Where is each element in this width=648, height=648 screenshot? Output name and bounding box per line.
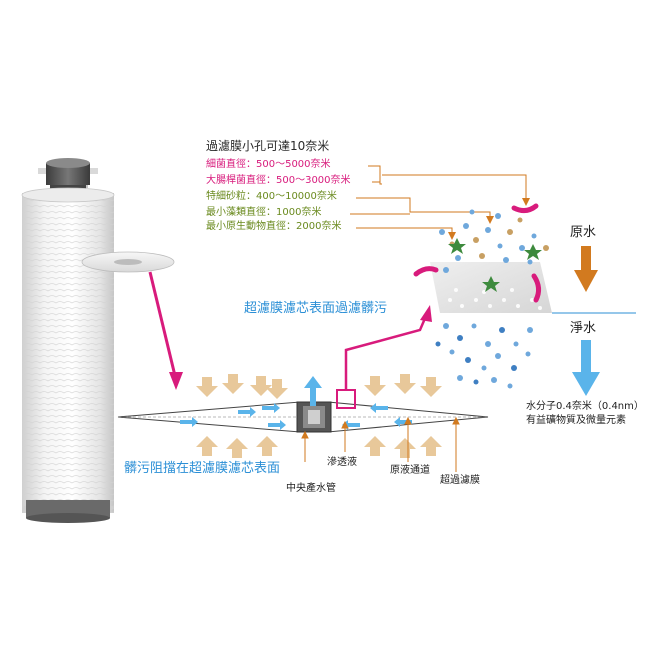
magenta-connector-arrow (148, 271, 183, 390)
mineral-note: 有益礦物質及微量元素 (526, 415, 626, 426)
permeate-label: 滲透液 (327, 457, 357, 468)
surface-filtration-caption: 超濾膜濾芯表面過濾髒污 (244, 301, 388, 316)
raw-water-label: 原水 (570, 225, 597, 240)
size-line-protozoa: 最小原生動物直徑：2000奈米 (206, 221, 342, 232)
size-line-sand: 特細砂粒：400～10000奈米 (206, 191, 337, 202)
dirt-blocked-caption: 髒污阻擋在超濾膜濾芯表面 (124, 461, 281, 476)
permeate-flow-arrows (180, 403, 412, 430)
tan-arrows-bottom (196, 436, 442, 458)
tan-arrows-top (196, 374, 442, 399)
size-brackets (350, 165, 527, 234)
membrane-surface-zoom (413, 203, 552, 389)
uf-membrane-label: 超過濾膜 (440, 475, 480, 486)
raw-water-arrow (574, 246, 598, 292)
filter-cartridge (21, 158, 175, 523)
size-line-ecoli: 大腸桿菌直徑：500～3000奈米 (206, 175, 351, 186)
water-molecule-note: 水分子0.4奈米（0.4nm） (526, 401, 644, 412)
raw-channel-label: 原液通道 (390, 465, 430, 476)
clean-water-arrow (572, 340, 600, 396)
clean-water-label: 淨水 (570, 321, 597, 336)
center-pipe-label: 中央產水管 (286, 483, 336, 494)
membrane-cross-section (117, 376, 489, 433)
pore-size-title: 過濾膜小孔可達10奈米 (206, 139, 330, 153)
size-line-bacteria: 細菌直徑：500～5000奈米 (206, 159, 331, 170)
magnify-indicator (336, 305, 432, 409)
label-pointers (301, 416, 460, 472)
size-line-algae: 最小藻類直徑：1000奈米 (206, 207, 322, 218)
size-bracket-heads (448, 198, 530, 240)
